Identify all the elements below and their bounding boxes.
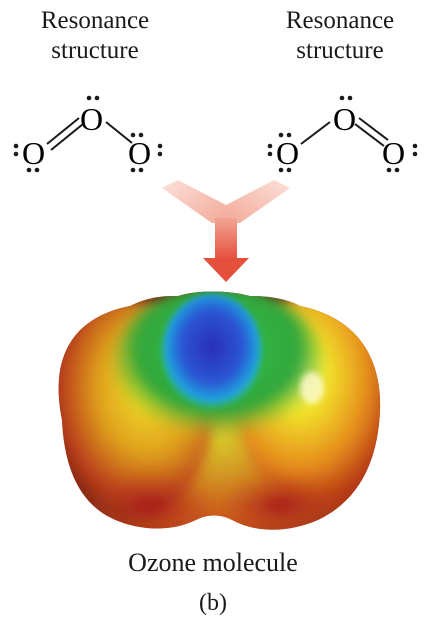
left-single-bond: [105, 121, 133, 144]
left-caption-line2: structure: [51, 37, 139, 64]
left-o-terminal-single: O: [128, 135, 151, 171]
right-resonance-structure: O O O: [267, 95, 418, 173]
molecule-label: Ozone molecule: [128, 548, 298, 577]
left-lone-pairs: [13, 95, 163, 173]
left-caption-line1: Resonance: [40, 7, 150, 34]
left-resonance-structure: O O O: [13, 95, 163, 173]
highlight: [300, 372, 324, 404]
arrow-stem: [215, 218, 237, 260]
right-double-bond-a: [358, 117, 389, 141]
right-o-terminal-single: O: [276, 135, 299, 171]
right-lone-pairs: [267, 95, 418, 173]
right-o-terminal-double: O: [382, 135, 405, 171]
right-o-center: O: [333, 101, 356, 137]
right-caption-line2: structure: [296, 37, 384, 64]
panel-label: (b): [199, 590, 227, 616]
right-single-bond: [300, 121, 331, 145]
left-o-center: O: [80, 101, 103, 137]
ozone-electrostatic-map: [58, 291, 381, 530]
blue-region: [162, 294, 262, 410]
arrow-left-branch: [162, 180, 226, 223]
left-double-bond-b: [50, 123, 84, 151]
arrow-head: [203, 258, 249, 282]
bottom-red-region-right: [215, 473, 345, 530]
bottom-red-region: [80, 470, 220, 530]
right-structure-caption: Resonance structure: [255, 6, 425, 66]
left-o-terminal-double: O: [22, 135, 45, 171]
right-double-bond-b: [354, 123, 385, 147]
right-caption-line1: Resonance: [285, 7, 395, 34]
resonance-merge-arrow: [162, 180, 290, 282]
left-structure-caption: Resonance structure: [10, 6, 180, 66]
arrow-right-branch: [226, 180, 290, 223]
left-double-bond-a: [46, 117, 80, 145]
